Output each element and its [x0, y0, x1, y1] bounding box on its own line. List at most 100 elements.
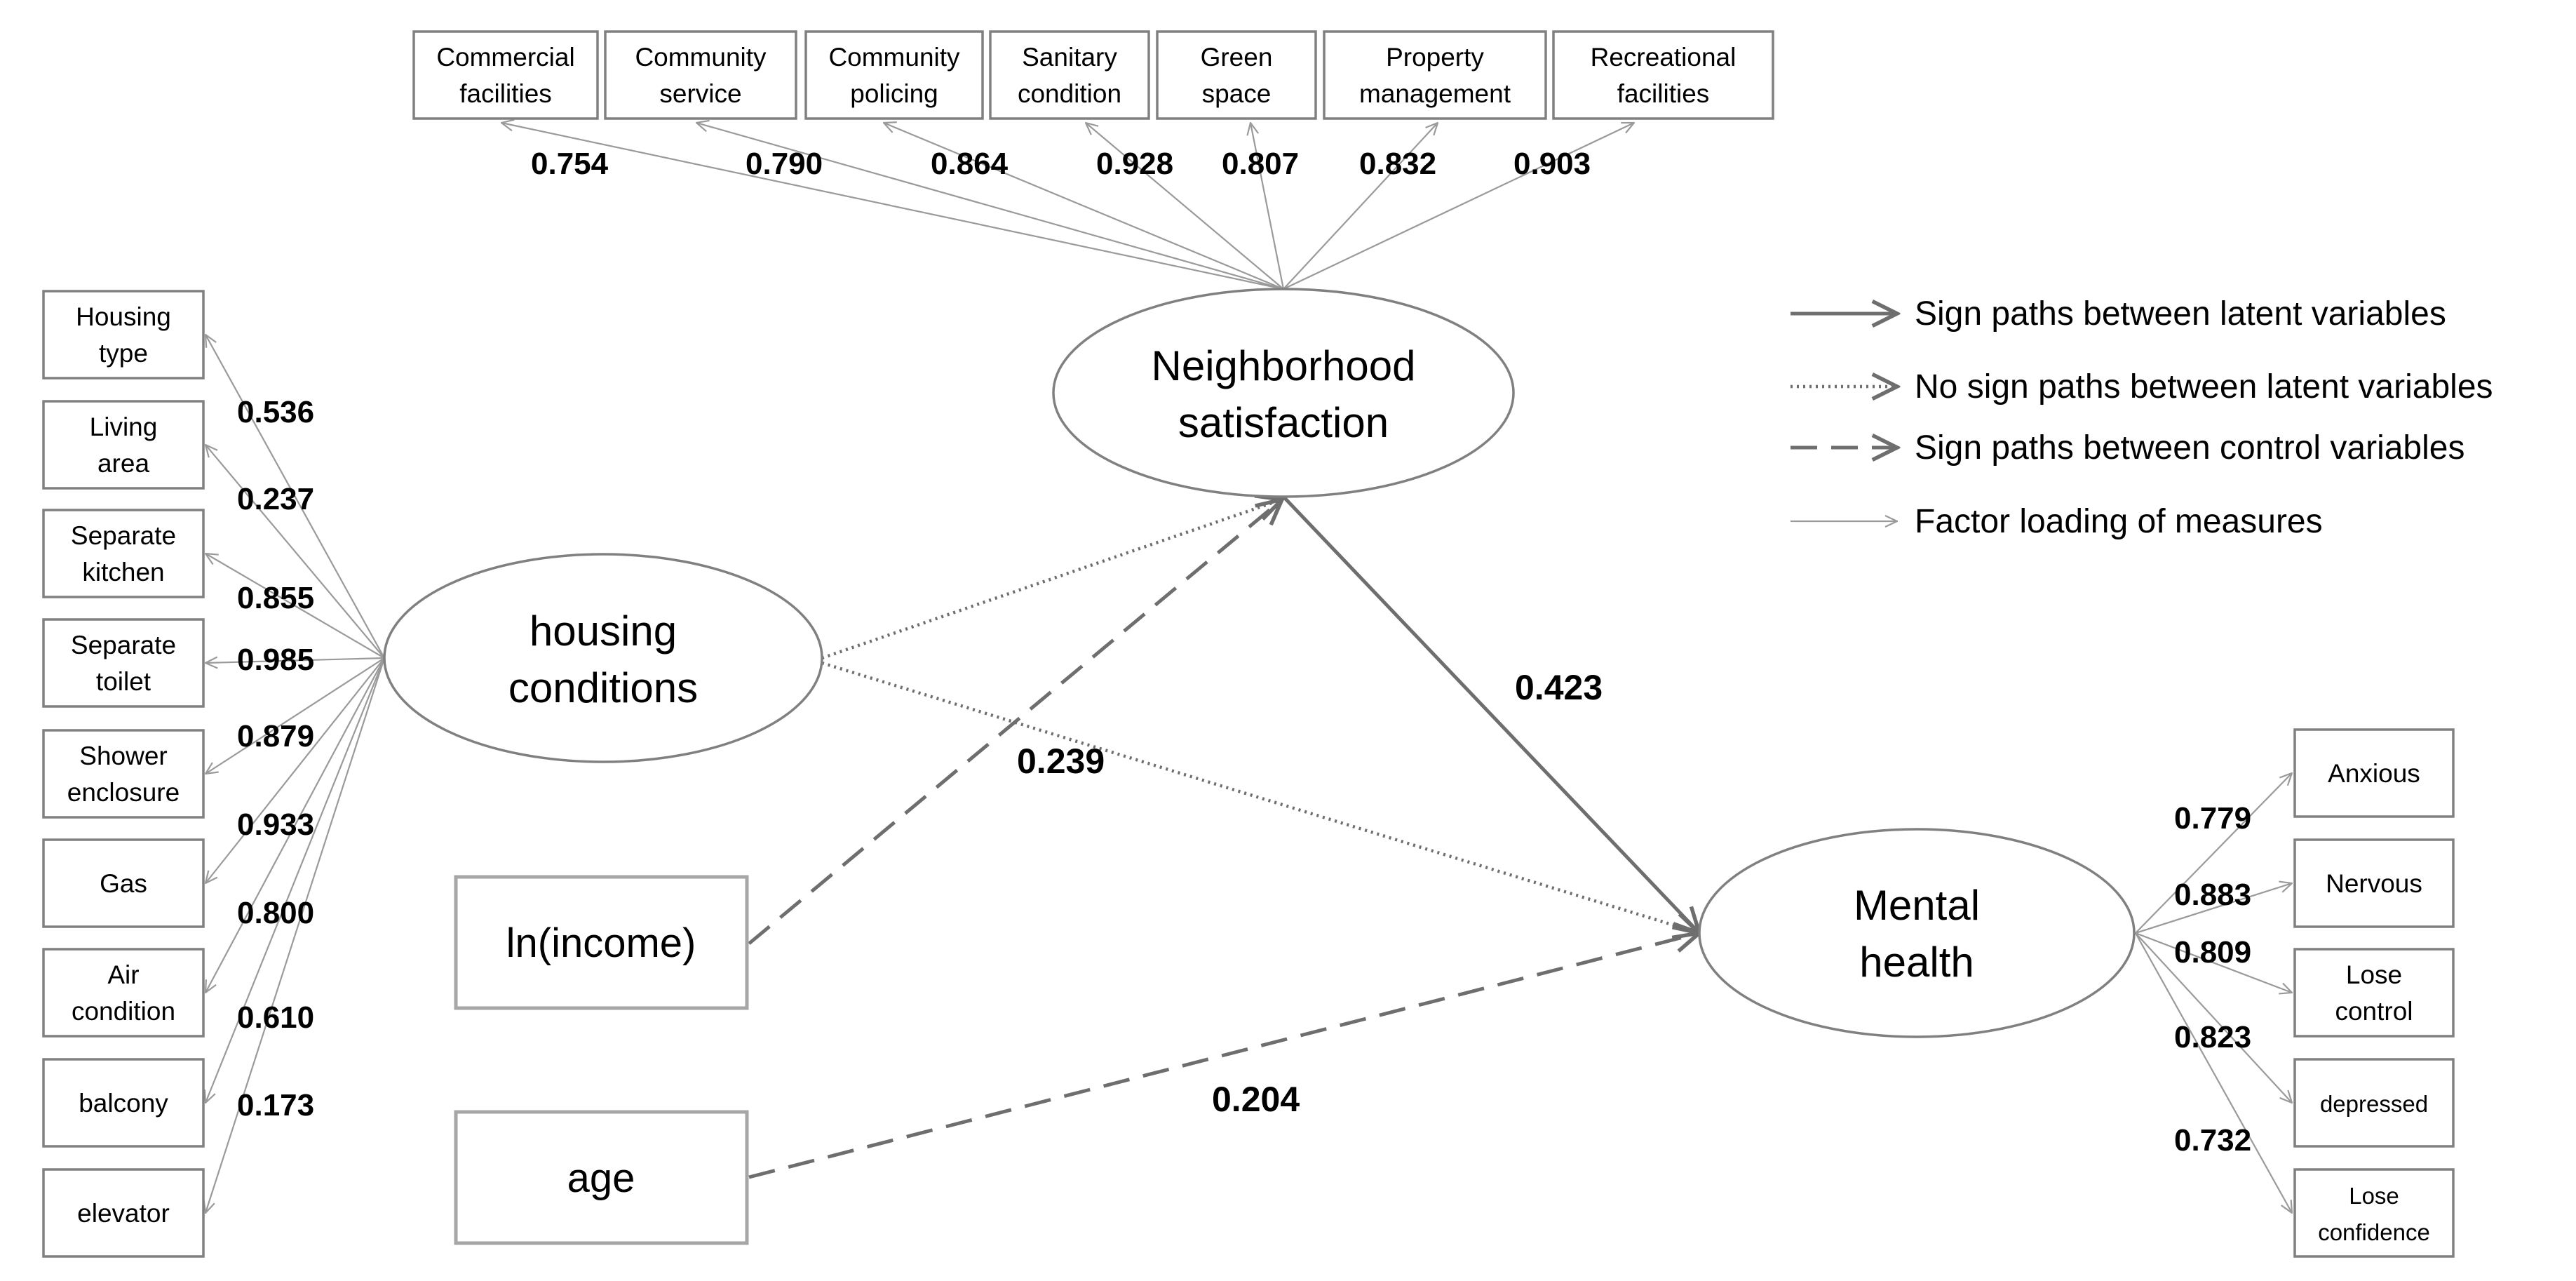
measure-box-lose-control-label: control: [2335, 997, 2413, 1026]
income-label: ln(income): [506, 920, 696, 966]
measure-box-sanitary-condition-label: Sanitary: [1022, 43, 1117, 72]
loading-gas: 0.933: [237, 807, 314, 842]
loading-elevator: 0.173: [237, 1088, 314, 1122]
measure-box-community-service-label: service: [659, 79, 741, 108]
income-node: ln(income): [454, 875, 749, 1010]
loading-property-management: 0.832: [1359, 147, 1436, 181]
loading-line-separate-toilet: [205, 658, 385, 663]
loading-lose-confidence: 0.732: [2174, 1123, 2251, 1158]
measure-box-depressed-label: depressed: [2320, 1091, 2428, 1117]
legend-item-thin: Factor loading of measures: [1791, 503, 2323, 540]
loading-sanitary-condition: 0.928: [1096, 147, 1173, 181]
loading-recreational-facilities: 0.903: [1513, 147, 1591, 181]
measure-box-nervous-label: Nervous: [2326, 869, 2422, 898]
structural-paths: [748, 495, 1699, 1179]
loading-line-lose-confidence: [2135, 932, 2292, 1213]
loading-line-nervous: [2135, 883, 2292, 934]
measure-box-elevator: elevator: [42, 1168, 205, 1258]
path-neighborhood-to-mental: [1282, 495, 1699, 933]
measure-box-green-space-label: Green: [1201, 43, 1273, 72]
factor-loading-lines: [205, 123, 2292, 1213]
housing-conditions-node: housing conditions: [383, 553, 823, 763]
neighborhood-satisfaction-node: Neighborhood satisfaction: [1052, 288, 1515, 498]
measure-box-lose-control-label: Lose: [2346, 960, 2402, 989]
measure-box-property-management-label: Property: [1386, 43, 1484, 72]
loading-nervous: 0.883: [2174, 878, 2251, 912]
measure-box-housing-type-label: Housing: [76, 302, 171, 331]
age-label: age: [567, 1155, 635, 1201]
measure-box-property-management: Property management: [1323, 30, 1547, 120]
measure-box-community-policing-label: Community: [828, 43, 960, 72]
measure-box-separate-kitchen-label: kitchen: [82, 558, 164, 586]
loading-line-anxious: [2135, 773, 2292, 934]
measure-box-elevator-label: elevator: [77, 1199, 170, 1228]
measure-box-living-area-label: area: [97, 449, 149, 478]
loading-line-community-service: [696, 123, 1284, 290]
measure-box-separate-kitchen-label: Separate: [71, 521, 176, 550]
loading-balcony: 0.610: [237, 1000, 314, 1035]
path-coef-neighborhood-mental: 0.423: [1515, 668, 1603, 707]
age-node: age: [454, 1110, 749, 1245]
loading-lose-control: 0.809: [2174, 935, 2251, 970]
measure-box-housing-type: Housing type: [42, 290, 205, 380]
path-housing-to-neighborhood: [821, 499, 1282, 660]
measure-box-separate-toilet-label: toilet: [96, 667, 151, 696]
measure-box-air-condition-label: condition: [72, 997, 175, 1026]
neighborhood-measures: Commercialfacilities0.754Communityservic…: [412, 30, 1774, 181]
measure-box-recreational-facilities-label: facilities: [1617, 79, 1710, 108]
loading-living-area: 0.237: [237, 482, 314, 516]
measure-box-nervous: Nervous: [2293, 838, 2455, 928]
measure-box-separate-kitchen: Separate kitchen: [42, 509, 205, 598]
measure-box-shower-enclosure-label: Shower: [79, 742, 167, 770]
loading-line-balcony: [205, 657, 386, 1103]
loading-line-recreational-facilities: [1283, 123, 1634, 290]
measure-box-lose-confidence-label: confidence: [2318, 1219, 2430, 1245]
legend-label: Sign paths between control variables: [1915, 429, 2464, 467]
legend-item-solid: Sign paths between latent variables: [1791, 295, 2446, 333]
measure-box-anxious-label: Anxious: [2328, 759, 2420, 788]
measure-box-housing-type-label: type: [99, 339, 148, 368]
measure-box-property-management-label: management: [1359, 79, 1511, 108]
measure-box-recreational-facilities-label: Recreational: [1591, 43, 1737, 72]
legend-label: Sign paths between latent variables: [1915, 295, 2446, 333]
measure-box-community-policing-label: policing: [850, 79, 938, 108]
loading-housing-type: 0.536: [237, 395, 314, 429]
measure-box-recreational-facilities: Recreational facilities: [1552, 30, 1774, 120]
measure-box-gas: Gas: [42, 838, 205, 928]
loading-line-housing-type: [205, 335, 385, 659]
loading-anxious: 0.779: [2174, 801, 2251, 836]
loading-air-condition: 0.800: [237, 896, 314, 930]
measure-box-community-service-label: Community: [635, 43, 767, 72]
loading-line-shower-enclosure: [205, 657, 385, 774]
measure-box-depressed: depressed: [2293, 1058, 2455, 1148]
mental-health-label: Mental: [1854, 882, 1980, 929]
loading-line-green-space: [1250, 123, 1285, 290]
measure-box-lose-confidence-label: Lose: [2349, 1183, 2399, 1209]
loading-line-separate-kitchen: [205, 554, 385, 659]
measure-box-commercial-facilities-label: facilities: [459, 79, 552, 108]
mental-health-node: Mental health: [1698, 828, 2136, 1038]
measure-box-gas-label: Gas: [100, 869, 147, 898]
path-coef-income-neighborhood: 0.239: [1017, 742, 1105, 781]
mental-health-label-line2: health: [1859, 939, 1974, 986]
loading-community-service: 0.790: [746, 147, 823, 181]
loading-green-space: 0.807: [1222, 147, 1299, 181]
loading-separate-toilet: 0.985: [237, 643, 314, 677]
loading-separate-kitchen: 0.855: [237, 581, 314, 615]
loading-line-property-management: [1283, 123, 1438, 290]
measure-box-lose-confidence: Lose confidence: [2293, 1168, 2455, 1258]
legend-label: No sign paths between latent variables: [1915, 368, 2493, 405]
loading-depressed: 0.823: [2174, 1020, 2251, 1054]
loading-shower-enclosure: 0.879: [237, 719, 314, 753]
path-income-to-neighborhood: [748, 499, 1282, 945]
loading-line-sanitary-condition: [1086, 123, 1284, 290]
